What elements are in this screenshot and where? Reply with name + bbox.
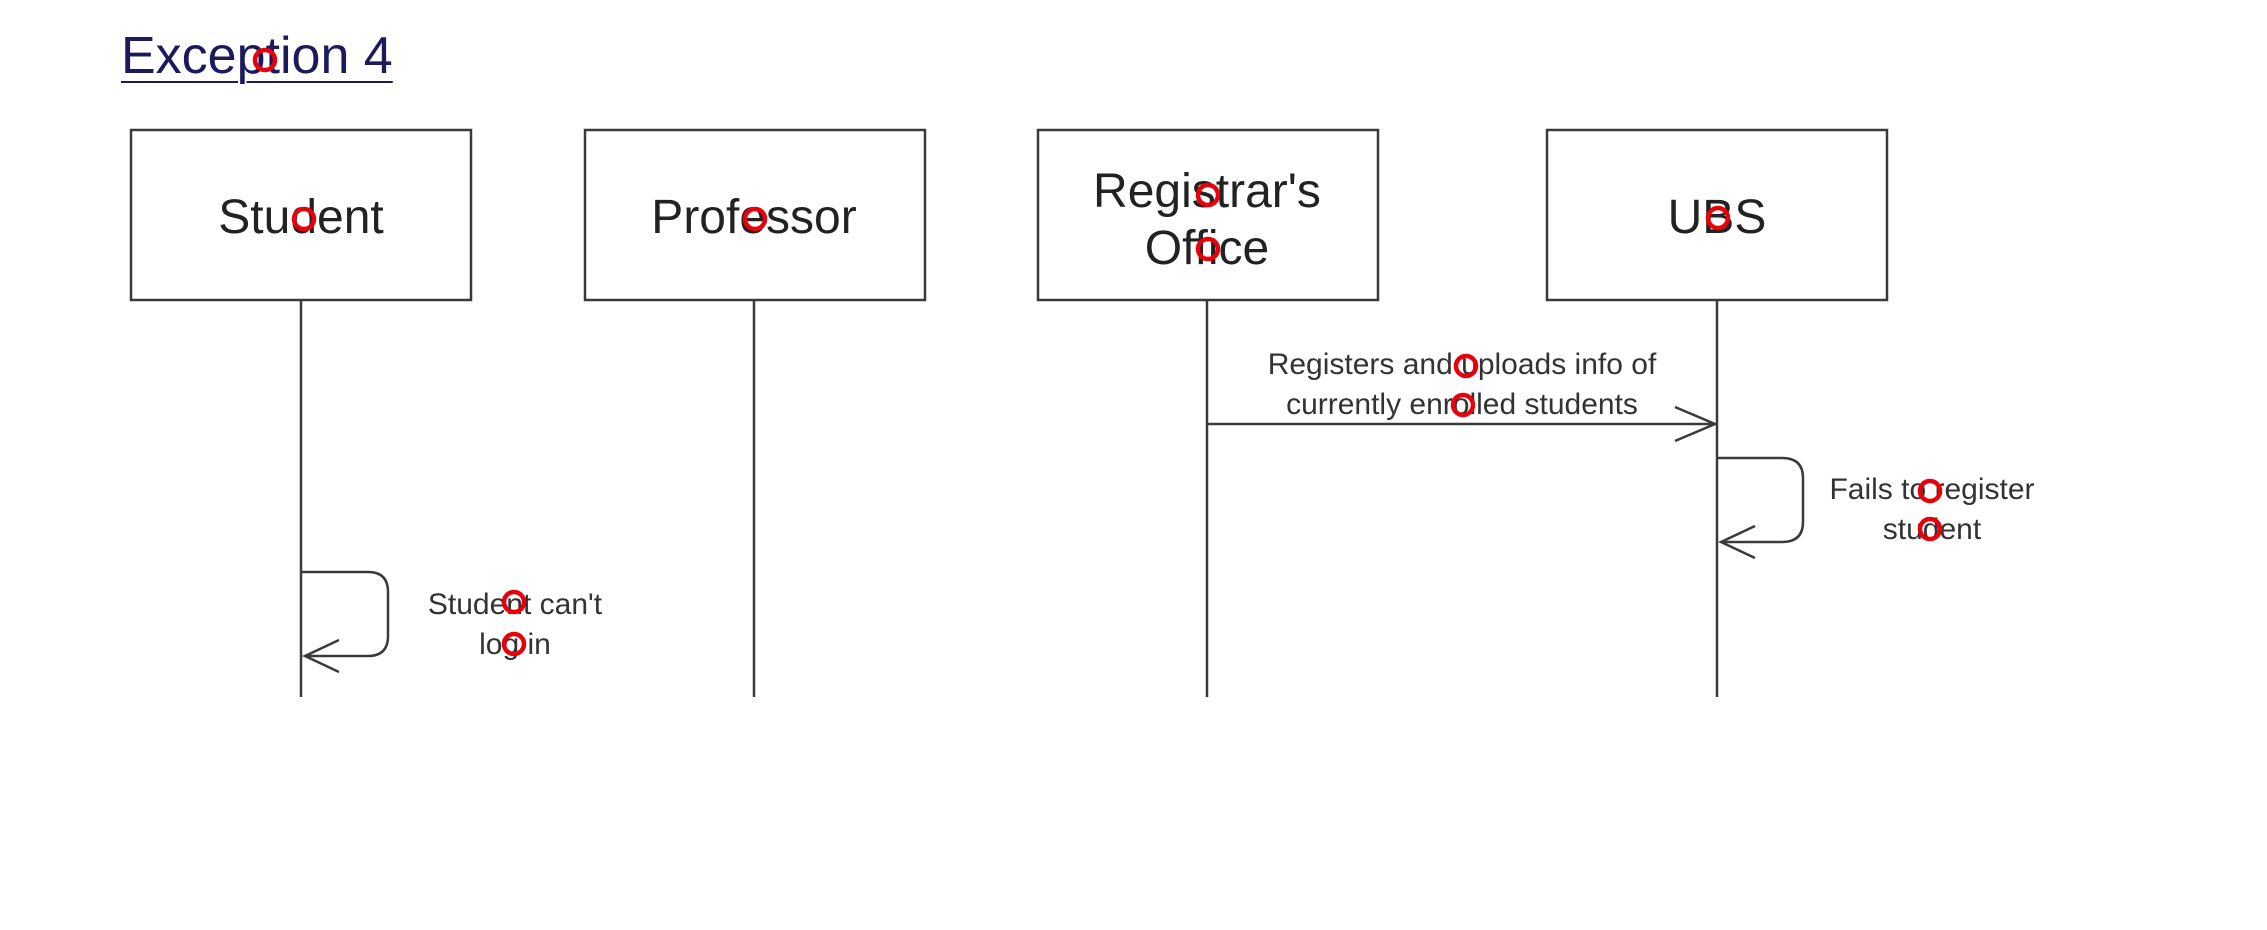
participant-ubs-label: UBS	[1668, 191, 1767, 244]
participant-student-box	[129, 128, 473, 302]
click-marker-cant-login-line2	[501, 631, 527, 657]
message-registers-arrowhead	[1674, 405, 1719, 443]
self-message-student-arrowhead	[302, 638, 340, 674]
click-markers	[252, 47, 1943, 657]
self-message-ubs-arrowhead	[1718, 524, 1756, 560]
participant-professor-label: Professor	[651, 191, 856, 244]
click-marker-registers-line2	[1450, 392, 1476, 418]
click-marker-fails-line1	[1917, 478, 1943, 504]
participant-ubs: UBS	[1545, 128, 1889, 697]
click-marker-professor	[742, 206, 768, 232]
click-marker-fails-line2	[1917, 516, 1943, 542]
message-student-cant-login: Student can't log in	[301, 570, 603, 674]
message-fails-to-register: Fails to register student	[1717, 456, 2035, 560]
click-marker-registrar-line2	[1195, 236, 1221, 262]
participant-student: Student	[129, 128, 473, 697]
participant-registrars-office: Registrar's Office	[1036, 128, 1380, 697]
click-marker-student	[291, 206, 317, 232]
participant-registrars-office-box	[1036, 128, 1380, 302]
participant-ubs-box	[1545, 128, 1889, 302]
click-marker-cant-login-line1	[501, 589, 527, 615]
click-marker-title	[252, 47, 278, 73]
click-marker-ubs	[1705, 205, 1731, 231]
participant-professor: Professor	[583, 128, 927, 697]
participant-registrars-office-label-line2: Office	[1145, 222, 1270, 275]
click-marker-registers-line1	[1453, 353, 1479, 379]
click-marker-registrar-line1	[1195, 182, 1221, 208]
participant-student-label: Student	[218, 191, 383, 244]
self-message-ubs-loop	[1717, 456, 1805, 544]
participant-registrars-office-label-line1: Registrar's	[1093, 165, 1321, 218]
self-message-student-loop	[301, 570, 390, 658]
